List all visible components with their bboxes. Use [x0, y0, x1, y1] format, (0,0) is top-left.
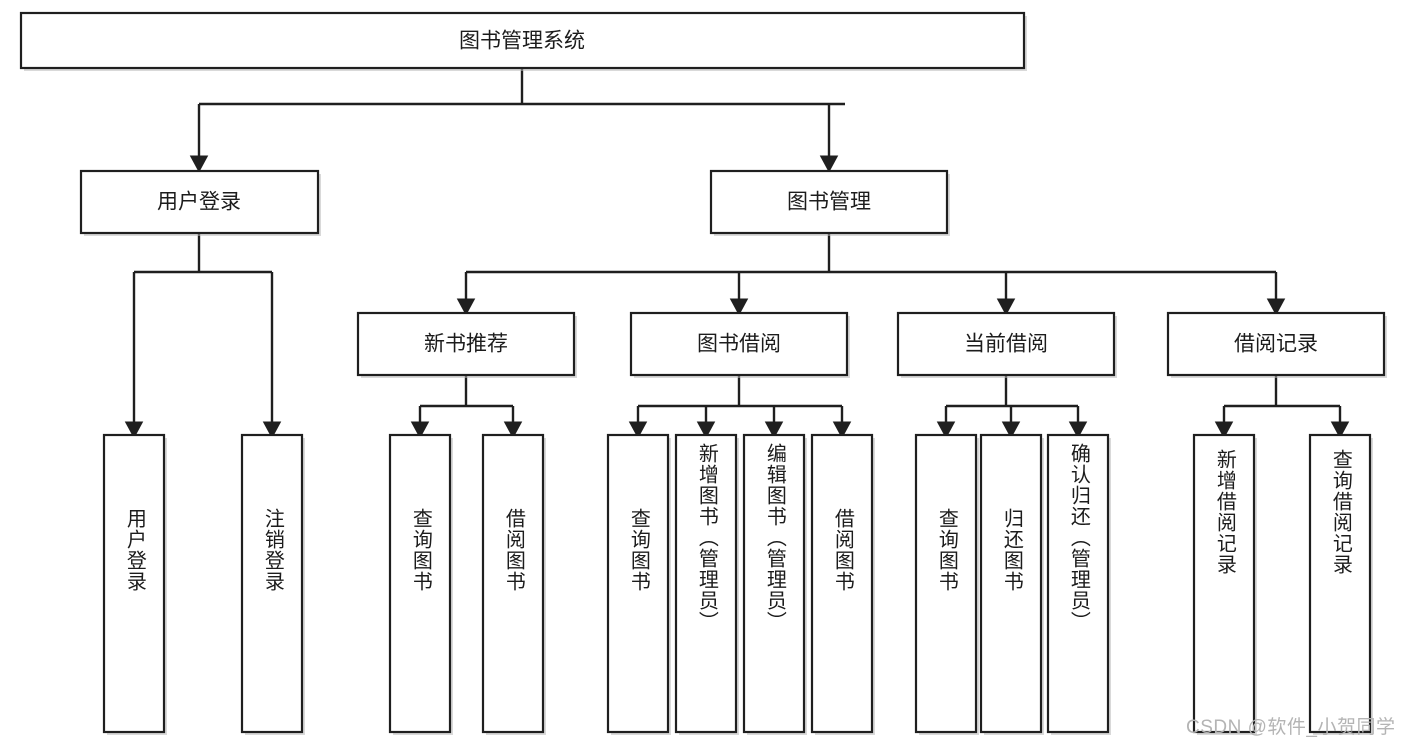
connector-group-book-management-to-level3: [456, 233, 1286, 316]
node-root[interactable]: 图书管理系统: [19, 11, 1027, 71]
leaf-box-book-borrow-4[interactable]: [810, 433, 874, 734]
leaf-box-book-borrow-3[interactable]: [742, 433, 806, 734]
leaf-box-borrow-record-1[interactable]: [1192, 433, 1256, 734]
connector-group-new-book-recommend-to-leaves: [410, 375, 523, 439]
leaf-box-book-borrow-2[interactable]: [674, 433, 738, 734]
root-label: 图书管理系统: [459, 30, 585, 53]
connector-group-current-borrow-to-leaves: [936, 375, 1088, 439]
new-book-recommend-label: 新书推荐: [424, 333, 508, 356]
node-new-book-recommend[interactable]: 新书推荐: [356, 311, 577, 378]
node-book-borrow[interactable]: 图书借阅: [629, 311, 850, 378]
book-management-box[interactable]: [709, 169, 949, 235]
leaf-box-borrow-record-2[interactable]: [1308, 433, 1372, 734]
leaf-box-new-book-2[interactable]: [481, 433, 545, 734]
user-login-box[interactable]: [79, 169, 320, 235]
book-borrow-box[interactable]: [629, 311, 849, 377]
root-box[interactable]: [19, 11, 1026, 70]
new-book-recommend-box[interactable]: [356, 311, 576, 377]
node-current-borrow[interactable]: 当前借阅: [896, 311, 1117, 378]
leaf-box-user-login-2[interactable]: [240, 433, 304, 734]
connector-group-user-login-to-leaves: [124, 234, 282, 439]
leaf-box-book-borrow-1[interactable]: [606, 433, 670, 734]
borrow-record-box[interactable]: [1166, 311, 1386, 377]
node-user-login[interactable]: 用户登录: [79, 169, 321, 236]
leaf-box-new-book-1[interactable]: [388, 433, 452, 734]
node-borrow-record[interactable]: 借阅记录: [1166, 311, 1387, 378]
connector-group-root-to-level2: [189, 68, 845, 173]
user-login-label: 用户登录: [157, 191, 241, 214]
leaf-box-current-borrow-2[interactable]: [979, 433, 1043, 734]
current-borrow-label: 当前借阅: [964, 333, 1048, 356]
book-management-label: 图书管理: [787, 191, 871, 214]
connector-group-book-borrow-to-leaves: [628, 375, 852, 439]
borrow-record-label: 借阅记录: [1234, 333, 1318, 356]
leaf-box-current-borrow-3[interactable]: [1046, 433, 1110, 734]
csdn-watermark: CSDN @软件_小贺同学: [1186, 717, 1396, 738]
node-book-management[interactable]: 图书管理: [709, 169, 950, 236]
book-borrow-label: 图书借阅: [697, 333, 781, 356]
leaf-box-current-borrow-1[interactable]: [914, 433, 978, 734]
connector-group-borrow-record-to-leaves: [1214, 375, 1350, 439]
leaf-box-group: [102, 433, 1373, 735]
leaf-box-user-login-1[interactable]: [102, 433, 166, 734]
current-borrow-box[interactable]: [896, 311, 1116, 377]
